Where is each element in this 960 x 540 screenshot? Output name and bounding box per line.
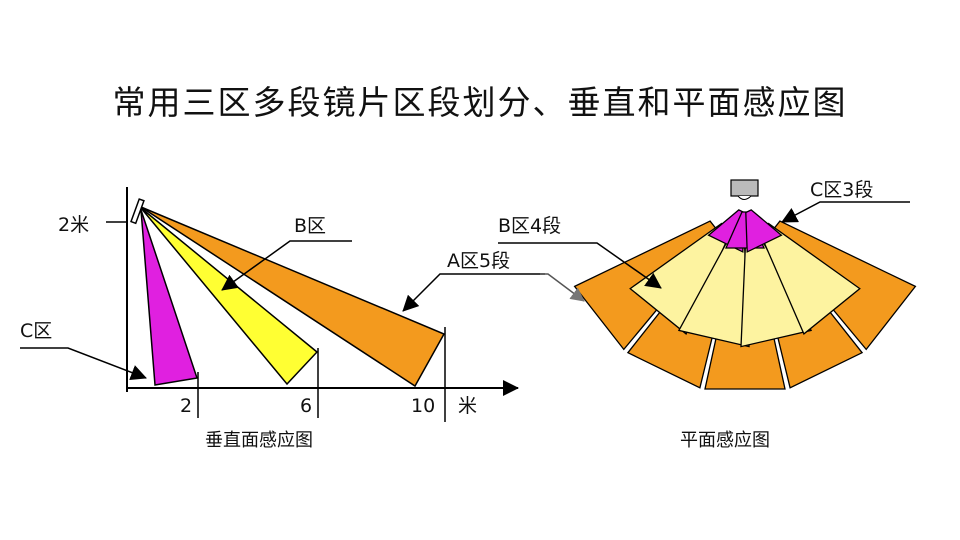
vertical-diagram: 2米 2 6 10 米 B区 C区 A区5段 垂直面感应图	[20, 187, 545, 451]
plane-zone-c-label: C区3段	[810, 179, 873, 201]
plane-caption: 平面感应图	[680, 430, 770, 451]
height-label: 2米	[58, 214, 89, 236]
sensor-icon	[730, 179, 759, 197]
zone-b-leader	[221, 240, 352, 291]
zone-a-beam	[140, 206, 446, 388]
diagram-title: 常用三区多段镜片区段划分、垂直和平面感应图	[112, 83, 848, 122]
plane-zone-a-leader	[540, 273, 585, 302]
zone-b-label: B区	[294, 215, 326, 237]
vertical-caption: 垂直面感应图	[205, 430, 313, 451]
plane-zone-b-leader	[498, 242, 662, 289]
sensor-mirror-icon	[130, 198, 145, 225]
zone-c-leader	[20, 347, 147, 381]
x-tick-label: 10	[411, 395, 435, 417]
zone-c-label: C区	[20, 320, 52, 342]
x-tick-label: 6	[300, 395, 312, 417]
x-unit-label: 米	[458, 395, 477, 417]
zone-c-segment	[745, 209, 783, 253]
plane-diagram: C区3段 B区4段 平面感应图	[498, 179, 917, 451]
zone-c-beam	[140, 209, 198, 386]
zone-a-leader	[402, 273, 545, 312]
zone-a-label: A区5段	[447, 250, 510, 272]
plane-zone-b-label: B区4段	[498, 215, 561, 237]
plane-zone-c-leader	[781, 201, 910, 223]
x-tick-label: 2	[180, 395, 192, 417]
